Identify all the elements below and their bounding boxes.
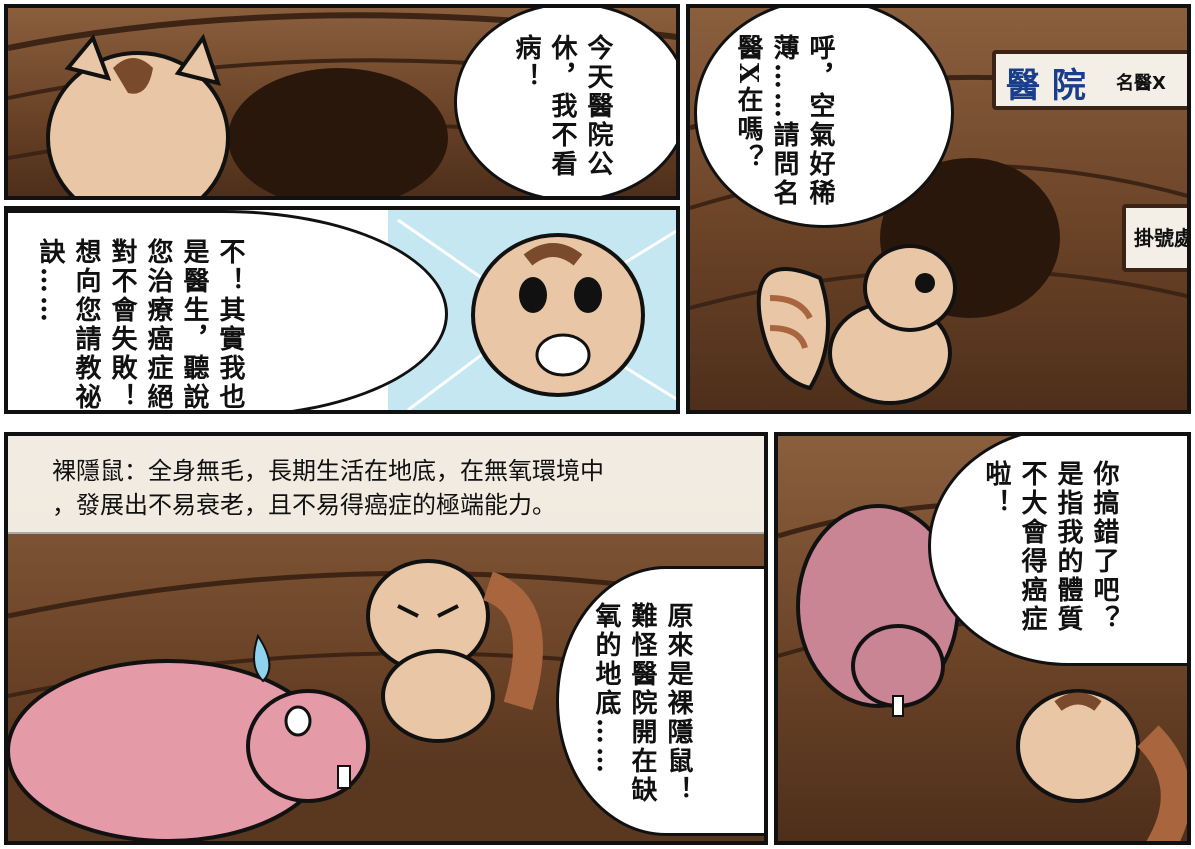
reception-sign: 掛號處 [1122,204,1191,272]
squirrel-sweating [366,559,543,743]
hospital-sign: 醫 院 名醫X [992,50,1187,110]
narration-box: 裸隱鼠：全身無毛，長期生活在地底，在無氧環境中 ，發展出不易衰老，且不易得癌症的… [8,436,764,534]
panel-5: 你搞錯了吧？是指我的體質不大會得癌症啦！ [774,432,1191,845]
panel-2: 醫 院 名醫X 掛號處 呼，空氣好稀薄……請問名醫X在嗎？ [686,4,1191,414]
speech-bubble [694,8,954,228]
sign-sub-label: 名醫X [1116,73,1166,94]
speech-bubble [928,436,1187,666]
naked-mole-rat-front [796,504,960,717]
bubble-text: 不！其實我也是醫生，聽說您治療癌症絕對不會失敗！想向您請教祕訣…… [35,238,245,412]
narration-line-1: 裸隱鼠：全身無毛，長期生活在地底，在無氧環境中 [52,457,604,485]
bubble-text: 原來是裸隱鼠！難怪醫院開在缺氧的地底…… [591,602,693,805]
panel-4: 裸隱鼠：全身無毛，長期生活在地底，在無氧環境中 ，發展出不易衰老，且不易得癌症的… [4,432,768,845]
naked-mole-rat [8,633,370,841]
bubble-text: 今天醫院公休，我不看病！ [511,34,613,179]
bubble-text: 呼，空氣好稀薄……請問名醫X在嗎？ [733,34,835,208]
sign-main-label: 醫 院 [1006,66,1086,106]
speech-bubble [454,8,676,196]
squirrel-back-view [46,33,230,196]
squirrel-looking [756,244,957,405]
reception-label: 掛號處 [1134,226,1191,250]
panel-1: 今天醫院公休，我不看病！ [4,4,680,200]
panel-3: 不！其實我也是醫生，聽說您治療癌症絕對不會失敗！想向您請教祕訣…… [4,206,680,414]
squirrel-excited [471,233,645,397]
squirrel-back-view [1016,689,1187,841]
speech-bubble [556,566,764,836]
narration-line-2: ，發展出不易衰老，且不易得癌症的極端能力。 [52,491,556,519]
speech-bubble [8,210,448,410]
bubble-text: 你搞錯了吧？是指我的體質不大會得癌症啦！ [981,460,1119,634]
